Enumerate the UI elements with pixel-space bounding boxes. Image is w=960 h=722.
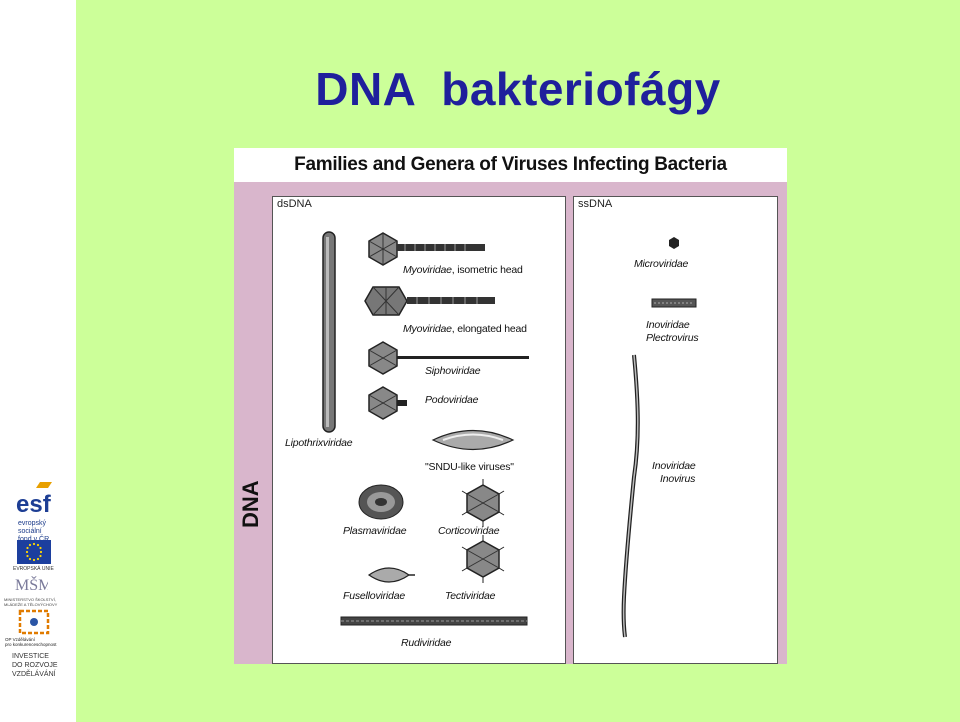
label-sndu-like-viruses: "SNDU-like viruses" bbox=[425, 461, 514, 473]
label-tectiviridae: Tectiviridae bbox=[445, 590, 496, 602]
label-plectrovirus: Plectrovirus bbox=[646, 332, 699, 344]
label-plasmaviridae: Plasmaviridae bbox=[343, 525, 407, 537]
phage-families-figure: Families and Genera of Viruses Infecting… bbox=[234, 148, 787, 664]
lipothrixviridae-icon bbox=[322, 231, 336, 433]
msmt-caption: MINISTERSTVO ŠKOLSTVÍ, MLÁDEŽE A TĚLOVÝC… bbox=[4, 597, 58, 607]
esf-logo: esf bbox=[14, 478, 64, 518]
investice-caption: INVESTICE DO ROZVOJE VZDĚLÁVÁNÍ bbox=[12, 653, 58, 678]
figure-header: Families and Genera of Viruses Infecting… bbox=[234, 148, 787, 182]
msmt-logo: MŠMT bbox=[15, 575, 48, 594]
label-corticoviridae: Corticoviridae bbox=[438, 525, 500, 537]
dsdna-drawings bbox=[322, 231, 529, 626]
ssdna-label: ssDNA bbox=[578, 198, 613, 210]
label-myoviridae-isometric: Myoviridae, isometric head bbox=[403, 264, 523, 276]
label-siphoviridae: Siphoviridae bbox=[425, 365, 481, 377]
label-rudiviridae: Rudiviridae bbox=[401, 637, 452, 649]
label-fuselloviridae: Fuselloviridae bbox=[343, 590, 405, 602]
myoviridae-isometric-icon bbox=[368, 232, 485, 266]
plasmaviridae-icon bbox=[358, 484, 404, 520]
label-inoviridae-1: Inoviridae bbox=[646, 319, 690, 331]
microviridae-icon bbox=[669, 237, 679, 249]
ssdna-drawings bbox=[621, 237, 697, 638]
fuselloviridae-icon bbox=[367, 567, 415, 583]
label-lipothrixviridae: Lipothrixviridae bbox=[285, 437, 353, 449]
eu-flag-icon bbox=[17, 540, 51, 564]
slide-title: DNA bakteriofágy bbox=[315, 63, 721, 115]
label-inoviridae-2: Inoviridae bbox=[652, 460, 696, 472]
esf-caption: evropský sociální fond v ČR bbox=[18, 520, 49, 543]
eu-caption: EVROPSKÁ UNIE bbox=[13, 566, 54, 572]
svg-text:MŠMT: MŠMT bbox=[15, 575, 48, 594]
dsdna-label: dsDNA bbox=[277, 198, 312, 210]
tectiviridae-icon bbox=[461, 535, 505, 583]
myoviridae-elongated-icon bbox=[364, 286, 495, 316]
label-myoviridae-elongated: Myoviridae, elongated head bbox=[403, 323, 527, 335]
rudiviridae-icon bbox=[340, 616, 528, 626]
siphoviridae-icon bbox=[368, 341, 529, 375]
dsdna-panel: dsDNA bbox=[272, 196, 566, 664]
inovirus-filament-icon bbox=[621, 354, 640, 638]
label-inovirus: Inovirus bbox=[660, 473, 696, 485]
dna-side-label: DNA bbox=[238, 480, 263, 528]
logo-sidebar: esf evropský sociální fond v ČR EVROPSKÁ… bbox=[0, 0, 76, 722]
label-podoviridae: Podoviridae bbox=[425, 394, 479, 406]
op-caption: OP Vzdělávání pro konkurenceschopnost bbox=[5, 637, 57, 647]
podoviridae-icon bbox=[368, 386, 407, 420]
label-microviridae: Microviridae bbox=[634, 258, 689, 270]
ssdna-panel: ssDNA Microviridae Inoviridae Plectrovir… bbox=[573, 196, 778, 664]
plectrovirus-icon bbox=[651, 298, 697, 308]
op-logo bbox=[18, 609, 50, 635]
corticoviridae-icon bbox=[461, 479, 505, 527]
svg-text:esf: esf bbox=[16, 491, 52, 518]
sndu-like-virus-icon bbox=[431, 429, 515, 451]
